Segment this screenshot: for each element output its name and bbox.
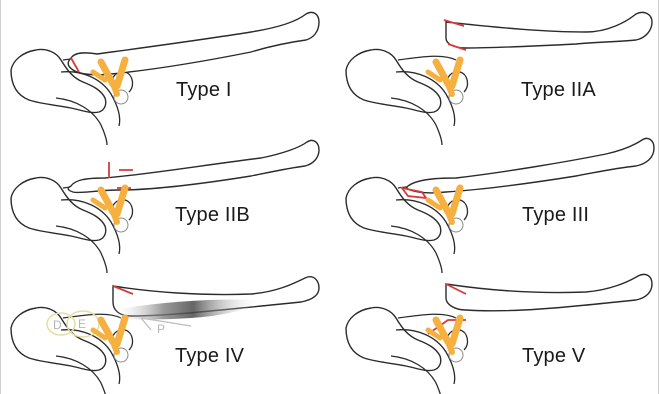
clavicle [407,138,654,192]
label-type-iii: Type III [522,204,589,227]
clavicle [446,274,652,310]
label-type-v: Type V [522,345,585,368]
clavicle [446,12,652,48]
label-type-i: Type I [176,79,232,102]
annotation-d: D [53,318,62,332]
label-type-iia: Type IIA [521,79,596,102]
posterior-line [141,318,191,330]
annotation-p: P [157,322,165,336]
annotation-e: E [78,317,86,331]
label-type-iib: Type IIB [175,204,250,227]
panel-type-iii [346,138,654,273]
panel-type-iib [11,140,319,273]
clavicle [68,140,319,192]
panel-type-iia [346,12,652,145]
label-type-iv: Type IV [175,345,244,368]
scapula-outline [346,49,467,145]
panel-type-v [346,274,652,394]
panel-type-i [11,12,319,145]
